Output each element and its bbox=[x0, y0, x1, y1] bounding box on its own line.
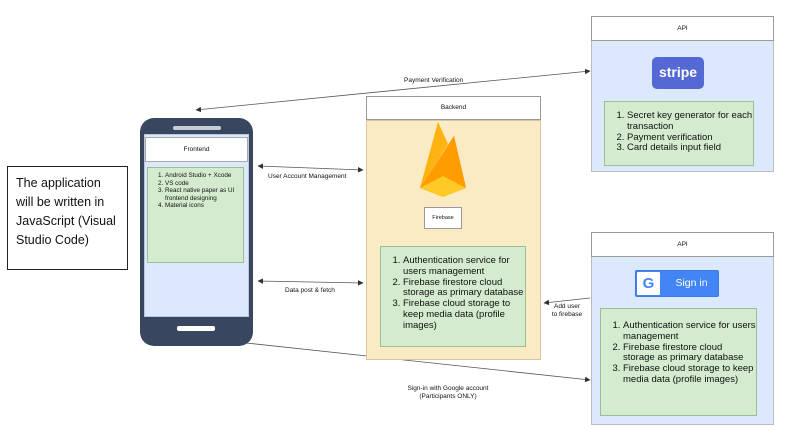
stripe-api-title: API bbox=[591, 16, 774, 41]
google-item: Firebase cloud storage to keep media dat… bbox=[623, 363, 756, 386]
frontend-item: VS code bbox=[165, 180, 243, 188]
signin-line2: (Participants ONLY) bbox=[419, 393, 477, 400]
payment-verification-arrow bbox=[195, 68, 591, 113]
phone-speaker bbox=[173, 126, 221, 130]
data-post-fetch-label: Data post & fetch bbox=[285, 287, 335, 294]
google-item: Authentication service for users managem… bbox=[623, 320, 756, 343]
firebase-logo-icon bbox=[420, 122, 466, 197]
backend-title: Backend bbox=[366, 96, 541, 120]
frontend-title: Frontend bbox=[145, 137, 248, 162]
add-user-line1: Add user bbox=[553, 303, 581, 310]
backend-services-list: Authentication service for users managem… bbox=[380, 246, 526, 347]
stripe-item: Secret key generator for each transactio… bbox=[627, 110, 753, 133]
backend-item: Authentication service for users managem… bbox=[403, 255, 525, 278]
add-user-line2: to firebase bbox=[551, 311, 583, 318]
stripe-item: Card details input field bbox=[627, 143, 753, 154]
add-user-label: Add user to firebase bbox=[545, 303, 589, 319]
google-signin-label: Sign in bbox=[675, 277, 708, 289]
backend-item: Firebase cloud storage to keep media dat… bbox=[403, 298, 525, 331]
frontend-item: React native paper as UI frontend design… bbox=[165, 187, 243, 202]
user-account-label: User Account Management bbox=[268, 173, 347, 180]
google-features-list: Authentication service for users managem… bbox=[600, 308, 757, 416]
google-api-title: API bbox=[591, 232, 774, 257]
backend-item: Firebase firestore cloud storage as prim… bbox=[403, 277, 525, 300]
frontend-item: Android Studio + Xcode bbox=[165, 172, 243, 180]
signin-line1: Sign-in with Google account bbox=[407, 385, 489, 392]
frontend-item: Material icons bbox=[165, 202, 243, 210]
payment-verification-label: Payment Verification bbox=[404, 77, 464, 84]
stripe-logo: stripe bbox=[652, 57, 704, 89]
stripe-item: Payment verification bbox=[627, 132, 753, 144]
google-item: Firebase firestore cloud storage as prim… bbox=[623, 342, 756, 365]
phone-home-button bbox=[177, 326, 215, 331]
frontend-tools-list: Android Studio + Xcode VS code React nat… bbox=[147, 167, 244, 263]
google-g-icon: G bbox=[637, 272, 660, 295]
add-user-arrow bbox=[543, 297, 591, 306]
user-account-arrow bbox=[257, 163, 364, 173]
google-signin-edge-label: Sign-in with Google account (Participant… bbox=[368, 385, 528, 401]
language-note: The application will be written in JavaS… bbox=[7, 166, 128, 270]
firebase-label: Firebase bbox=[424, 207, 462, 229]
stripe-features-list: Secret key generator for each transactio… bbox=[604, 101, 754, 166]
data-post-fetch-arrow bbox=[257, 278, 364, 286]
